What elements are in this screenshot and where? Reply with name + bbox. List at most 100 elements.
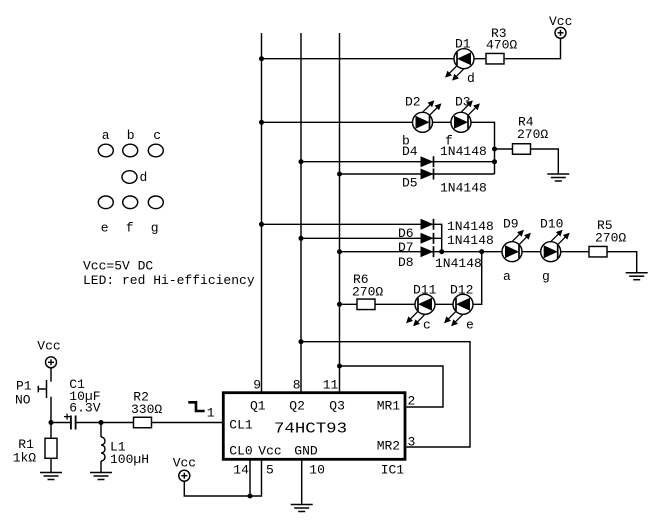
pip-label-d: d	[140, 170, 148, 185]
pin-label-cl0: CL0	[229, 444, 252, 459]
label-r4-value: 270Ω	[517, 127, 548, 142]
pip-g	[147, 195, 165, 210]
label-d7-ref: D7	[398, 240, 414, 255]
note-supply: Vcc=5V DC	[83, 259, 153, 274]
vcc-symbol-p1	[44, 356, 58, 369]
pin-label-mr1: MR1	[377, 398, 401, 413]
led-display-pips	[97, 143, 165, 210]
pip-label-b: b	[127, 128, 135, 143]
pip-d	[121, 169, 138, 185]
pin-label-cl1: CL1	[229, 417, 253, 432]
clock-pulse-icon	[188, 401, 205, 413]
ground-symbol-l1	[89, 471, 113, 481]
pin-number-3: 3	[408, 435, 416, 450]
label-vcc-p1: Vcc	[37, 338, 60, 353]
label-d12-seg: e	[466, 318, 474, 333]
pip-c	[147, 143, 165, 158]
label-d8-ref: D8	[398, 255, 414, 270]
pin-number-11: 11	[323, 377, 339, 392]
inductor-L1-symbol	[100, 436, 106, 462]
label-d6-part: 1N4148	[447, 219, 494, 234]
label-r2-ref: R2	[133, 390, 149, 405]
label-r6-value: 270Ω	[352, 285, 383, 300]
note-led-type: LED: red Hi-efficiency	[83, 273, 255, 288]
label-d5-ref: D5	[402, 176, 418, 191]
pip-e	[97, 195, 115, 210]
pushbutton-P1-symbol	[37, 380, 48, 398]
label-l1-value: 100µH	[110, 452, 149, 467]
label-r3-ref: R3	[491, 26, 507, 41]
label-r5-value: 270Ω	[595, 231, 626, 246]
label-d6-ref: D6	[398, 226, 414, 241]
pin-number-8: 8	[293, 377, 301, 392]
label-d12-ref: D12	[450, 283, 473, 298]
label-r1-value: 1kΩ	[13, 451, 37, 466]
label-d9-seg: a	[503, 269, 511, 284]
pin-number-1: 1	[207, 406, 215, 421]
junction-dots	[48, 56, 497, 499]
diode-D6-symbol	[419, 217, 435, 231]
pin-label-gnd: GND	[294, 444, 318, 459]
label-r6-ref: R6	[353, 272, 369, 287]
label-d10-seg: g	[542, 269, 550, 284]
diode-D4-symbol	[419, 155, 435, 169]
pip-a	[97, 143, 115, 158]
label-d7-part: 1N4148	[447, 233, 494, 248]
label-d1-ref: D1	[455, 37, 471, 52]
pip-label-f: f	[126, 221, 134, 236]
label-r3-value: 470Ω	[486, 38, 517, 53]
led-D9-symbol	[502, 231, 530, 262]
diode-D5-symbol	[419, 167, 435, 181]
label-d9-ref: D9	[503, 217, 519, 232]
pin-label-q1: Q1	[250, 398, 266, 413]
ic-body	[221, 391, 407, 461]
label-r5-ref: R5	[597, 218, 613, 233]
capacitor-C1-symbol	[64, 413, 77, 431]
label-vcc-ic: Vcc	[173, 456, 196, 471]
label-d8-part: 1N4148	[435, 256, 482, 271]
label-r2-value: 330Ω	[131, 402, 162, 417]
pin-number-14: 14	[233, 462, 249, 477]
label-d11-seg: c	[423, 318, 431, 333]
label-d5-part: 1N4148	[440, 181, 487, 196]
pin-label-vcc: Vcc	[258, 444, 281, 459]
label-c1-ref: C1	[69, 377, 85, 392]
led-D10-symbol	[541, 231, 569, 262]
pin-label-q3: Q3	[329, 398, 345, 413]
label-d3-ref: D3	[455, 95, 471, 110]
resistor-R1-symbol	[44, 437, 58, 460]
pip-label-a: a	[102, 128, 110, 143]
label-d2-ref: D2	[405, 95, 421, 110]
pin-number-10: 10	[309, 462, 325, 477]
plus-polarity-mark	[64, 413, 71, 420]
pip-f	[121, 195, 139, 210]
label-d4-part: 1N4148	[440, 144, 487, 159]
label-d11-ref: D11	[413, 283, 437, 298]
pin-number-9: 9	[253, 377, 261, 392]
label-d4-ref: D4	[402, 144, 418, 159]
label-r1-ref: R1	[18, 437, 34, 452]
ic-part-number: 74HCT93	[274, 421, 347, 438]
label-ic1-ref: IC1	[381, 463, 405, 478]
pip-label-g: g	[151, 221, 159, 236]
ground-symbol-r4	[546, 173, 571, 182]
ground-symbol-r5	[624, 271, 649, 281]
pip-label-c: c	[153, 128, 161, 143]
ground-symbol-ic	[289, 503, 314, 513]
pip-label-e: e	[101, 221, 109, 236]
resistor-R4-symbol	[511, 143, 532, 155]
label-d1-seg: d	[467, 71, 475, 86]
diode-D7-symbol	[419, 231, 435, 245]
label-p1-type: NO	[15, 393, 31, 408]
resistor-R6-symbol	[356, 298, 376, 311]
label-p1-ref: P1	[16, 378, 32, 393]
resistor-R2-symbol	[132, 416, 153, 429]
vcc-symbol-ic	[178, 469, 191, 482]
pip-b	[121, 143, 139, 158]
pin-number-2: 2	[408, 394, 416, 409]
ground-symbol-r1	[39, 471, 63, 481]
pin-label-q2: Q2	[289, 398, 305, 413]
resistor-R3-symbol	[485, 52, 505, 65]
pin-label-mr2: MR2	[377, 438, 400, 453]
